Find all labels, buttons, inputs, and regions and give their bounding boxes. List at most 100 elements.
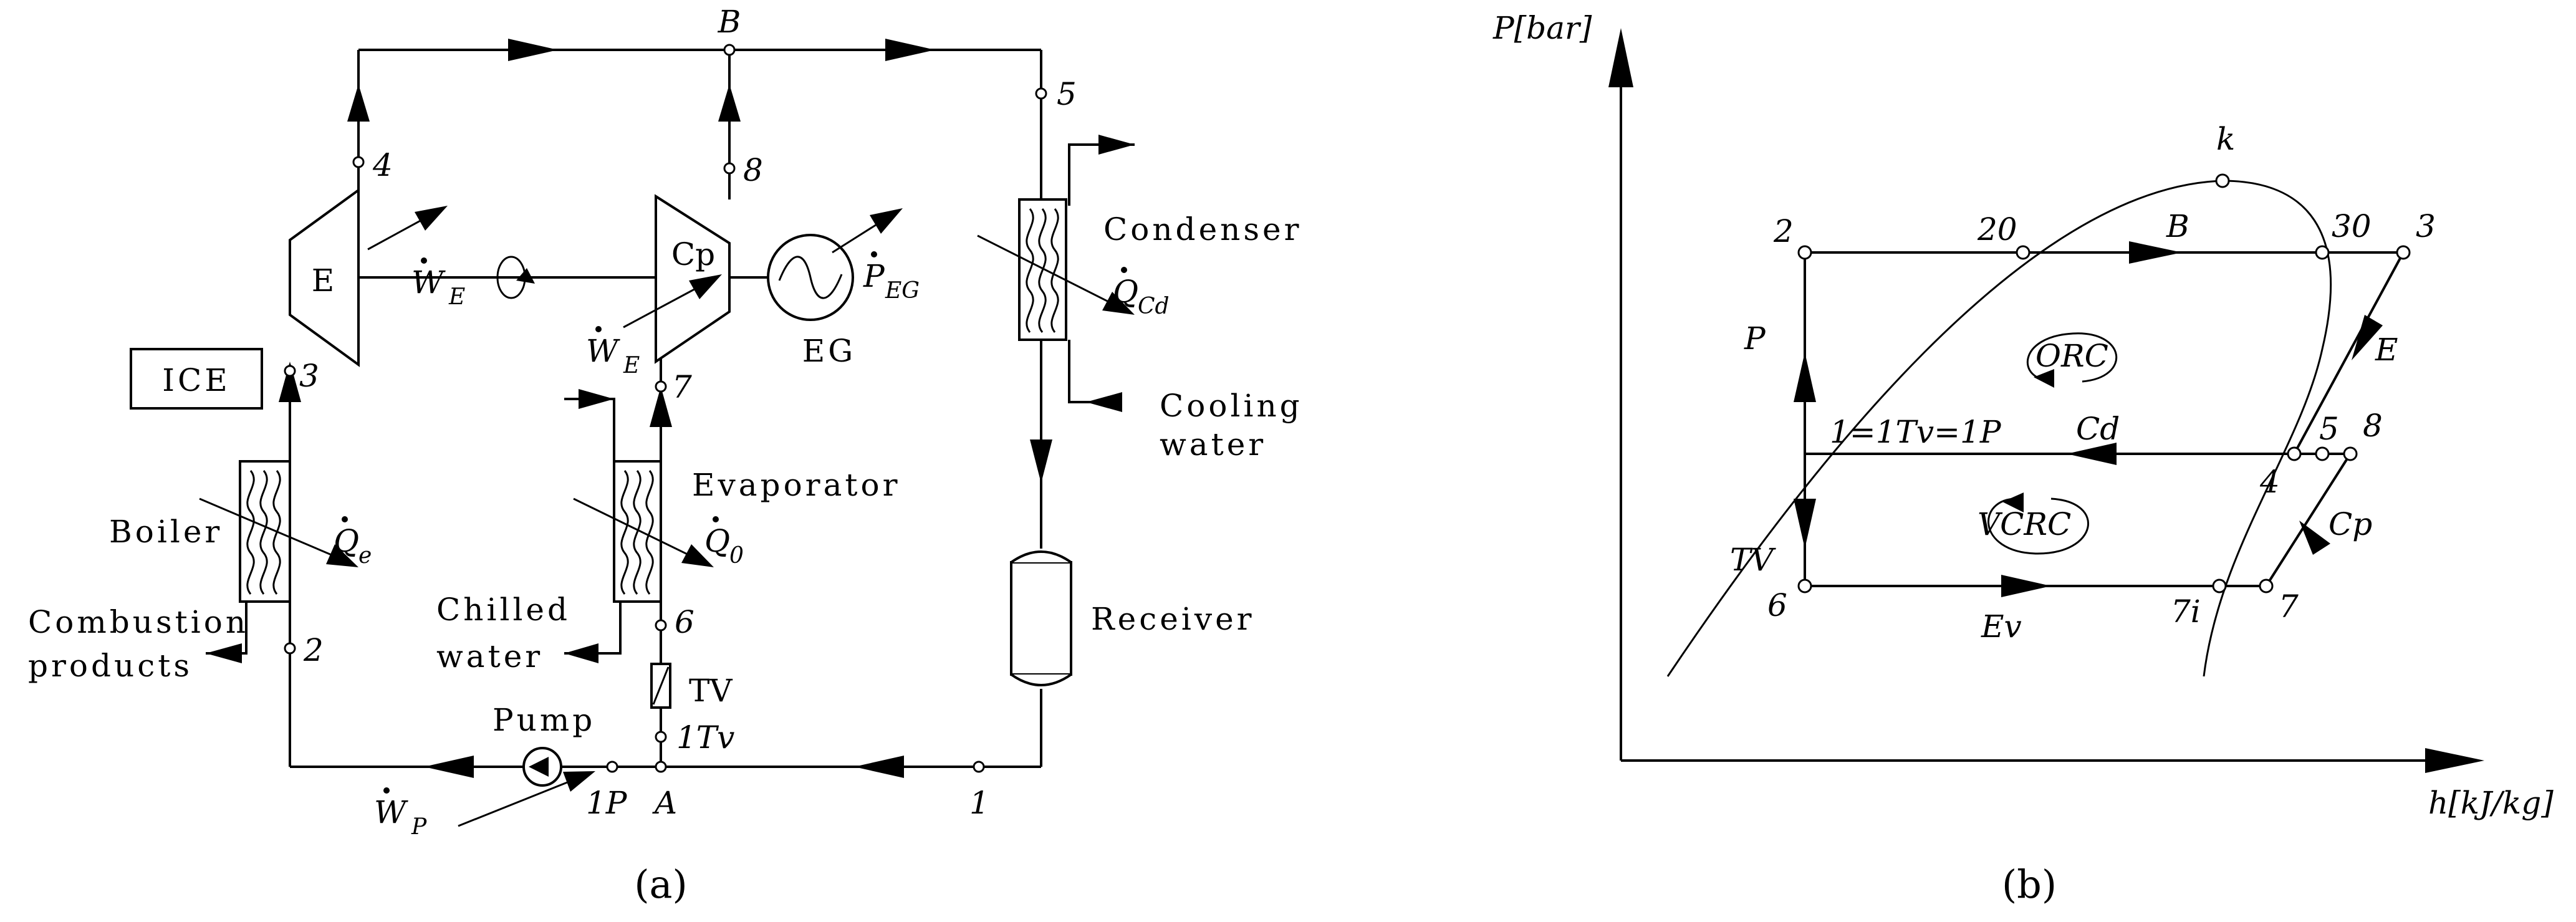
ph-node-4: [2287, 446, 2302, 461]
caption-a: (a): [634, 862, 687, 907]
svg-text:E: E: [623, 353, 640, 378]
ph-point-2-label: 2: [1773, 213, 1794, 249]
panel-a-schematic: ICE E Cp EG Condenser: [28, 4, 1303, 907]
node-5: [1035, 87, 1047, 100]
ph-node-20: [2016, 245, 2031, 260]
throttling-valve: TV: [650, 663, 733, 709]
receiver: Receiver: [1010, 550, 1255, 686]
point-1tv-label: 1Tv: [676, 719, 734, 756]
quantity-qcd: Q Cd: [1113, 267, 1170, 319]
point-4-label: 4: [372, 147, 393, 183]
pump: Pump: [458, 702, 595, 827]
combustion-products-label-1: Combustion: [28, 604, 249, 640]
node-1tv: [655, 731, 667, 743]
svg-text:P: P: [863, 258, 885, 294]
point-7-label: 7: [672, 369, 692, 405]
point-8-label: 8: [743, 152, 763, 188]
flow-arrow-compressor-outlet: [718, 84, 741, 122]
flow-arrows: [279, 39, 1052, 778]
ice-unit: ICE: [130, 348, 263, 410]
svg-text:W: W: [411, 264, 446, 300]
caption-b: (b): [2002, 862, 2057, 907]
node-1p: [606, 761, 618, 773]
process-cp-label: Cp: [2328, 506, 2372, 542]
chilled-water-label-2: water: [436, 638, 543, 675]
process-ev-arrow-icon: [2001, 575, 2051, 597]
boiler-label: Boiler: [109, 514, 223, 550]
ph-node-7i: [2212, 579, 2227, 593]
ph-point-30-label: 30: [2332, 208, 2372, 244]
vcrc-label: VCRC: [1978, 506, 2071, 542]
ph-node-8: [2343, 446, 2358, 461]
svg-text:Q: Q: [704, 523, 730, 559]
pump-label: Pump: [493, 702, 595, 738]
flow-arrow-boiler-outlet: [279, 362, 301, 402]
point-6-label: 6: [675, 604, 694, 640]
ph-node-7: [2259, 579, 2274, 593]
quantity-qe: Q e: [334, 516, 372, 569]
process-e-arrow-icon: [2352, 315, 2383, 360]
ph-point-k-label: k: [2216, 121, 2235, 157]
sine-wave-icon: [778, 256, 843, 299]
evaporator-label: Evaporator: [692, 467, 900, 503]
quantity-we-low: W E: [586, 326, 640, 378]
node-b: [723, 44, 736, 56]
quantity-q0: Q 0: [704, 516, 744, 569]
process-p-label: P: [1744, 320, 1766, 357]
ph-point-8-label: 8: [2363, 408, 2383, 444]
ph-point-6-label: 6: [1767, 587, 1787, 623]
point-1-label: 1: [969, 785, 989, 821]
ph-point-20-label: 20: [1977, 211, 2017, 247]
point-1p-label: 1P: [586, 785, 628, 821]
x-axis-arrow-icon: [2425, 748, 2484, 773]
node-a: [655, 761, 667, 773]
process-b-label: B: [2166, 208, 2189, 244]
svg-text:e: e: [358, 543, 372, 569]
flow-arrow-condenser-outlet: [1030, 439, 1052, 483]
flow-arrow-pump-left: [424, 756, 474, 778]
quantity-we-top: W E: [411, 257, 465, 310]
point-a-label: A: [652, 785, 677, 821]
ice-label: ICE: [162, 362, 231, 398]
shaft-rotation-arrow-icon: [516, 268, 535, 284]
ph-node-k: [2215, 173, 2230, 188]
evaporator: Evaporator Chilled water: [436, 389, 900, 675]
process-tv-arrow-icon: [1794, 499, 1816, 549]
svg-text:EG: EG: [885, 278, 920, 304]
ph-node-2: [1797, 245, 1812, 260]
boiler: Boiler Combustion products: [28, 460, 358, 684]
svg-text:Q: Q: [1113, 274, 1138, 310]
ph-point-4-label: 4: [2259, 464, 2280, 500]
condenser-label: Condenser: [1103, 211, 1302, 247]
ph-state-nodes: [1797, 173, 2411, 593]
quantity-peg: P EG: [863, 251, 920, 304]
saturation-dome: [1666, 180, 2332, 677]
point-3-label: 3: [299, 358, 319, 394]
process-tv-label: TV: [1730, 542, 1776, 578]
process-cd-label: Cd: [2076, 411, 2120, 447]
process-p-arrow-icon: [1794, 352, 1816, 402]
y-axis-label: P[bar]: [1492, 10, 1592, 46]
point-5-label: 5: [1057, 76, 1077, 112]
cooling-water-label-1: Cooling: [1160, 388, 1303, 424]
node-8: [723, 162, 736, 175]
node-6: [655, 619, 667, 631]
process-b-arrow-icon: [2129, 241, 2182, 264]
cycle-lines: [1804, 251, 2405, 587]
svg-text:P: P: [411, 814, 427, 840]
ph-point-7-label: 7: [2279, 588, 2299, 625]
receiver-label: Receiver: [1091, 601, 1255, 637]
point-2-label: 2: [303, 632, 324, 668]
valve-label: TV: [689, 673, 733, 709]
ph-node-6: [1797, 579, 1812, 593]
ph-point-3-label: 3: [2416, 208, 2436, 244]
ph-node-5: [2315, 446, 2330, 461]
cooling-water-label-2: water: [1160, 426, 1266, 463]
process-ev-label: Ev: [1981, 608, 2022, 645]
node-2: [284, 642, 296, 655]
process-cd-arrow-icon: [2067, 443, 2117, 465]
svg-text:Q: Q: [334, 523, 359, 559]
axes: P[bar] h[kJ/kg]: [1492, 10, 2554, 821]
point-b-label: B: [718, 4, 741, 40]
